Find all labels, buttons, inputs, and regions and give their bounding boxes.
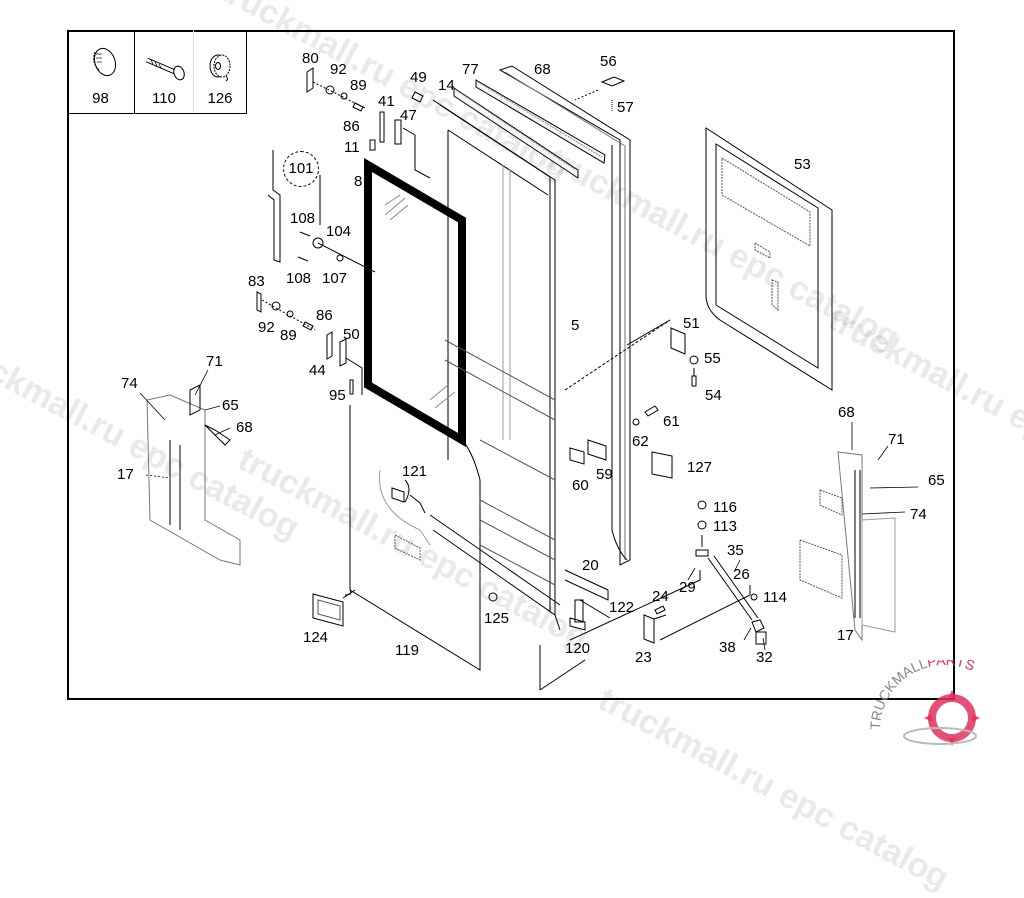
callout-26[interactable]: 26 xyxy=(733,566,750,583)
callout-124[interactable]: 124 xyxy=(303,629,329,646)
callout-44[interactable]: 44 xyxy=(309,362,326,379)
callout-57[interactable]: 57 xyxy=(617,99,634,116)
callout-17[interactable]: 17 xyxy=(837,627,854,644)
callout-121[interactable]: 121 xyxy=(402,463,428,480)
cap-plug-icon xyxy=(93,47,117,77)
callout-122[interactable]: 122 xyxy=(609,599,635,616)
callout-92[interactable]: 92 xyxy=(258,319,275,336)
callout-83[interactable]: 83 xyxy=(248,273,265,290)
legend-cell[interactable]: 98 xyxy=(67,30,135,113)
callout-108[interactable]: 108 xyxy=(290,210,316,227)
callout-17[interactable]: 17 xyxy=(117,466,134,483)
callout-86[interactable]: 86 xyxy=(343,118,360,135)
bushing-icon xyxy=(209,54,231,82)
callout-65[interactable]: 65 xyxy=(928,472,945,489)
callout-32[interactable]: 32 xyxy=(756,649,773,666)
left-hinge-assembly[interactable] xyxy=(146,384,241,566)
gear-icon xyxy=(903,690,980,746)
callout-29[interactable]: 29 xyxy=(679,579,696,596)
door-frame[interactable] xyxy=(429,99,586,691)
callout-113[interactable]: 113 xyxy=(713,518,737,535)
outer-frame-seal[interactable] xyxy=(498,65,631,566)
bolt-icon xyxy=(146,57,185,81)
callout-41[interactable]: 41 xyxy=(378,93,395,110)
right-hinge-assembly[interactable] xyxy=(799,451,896,642)
callout-120[interactable]: 120 xyxy=(565,640,591,657)
callout-68[interactable]: 68 xyxy=(838,404,855,421)
callout-107[interactable]: 107 xyxy=(322,270,348,287)
callout-38[interactable]: 38 xyxy=(719,639,736,656)
callout-14[interactable]: 14 xyxy=(438,77,455,94)
callout-119[interactable]: 119 xyxy=(395,642,419,659)
callout-47[interactable]: 47 xyxy=(400,107,417,124)
callout-65[interactable]: 65 xyxy=(222,397,239,414)
callout-53[interactable]: 53 xyxy=(794,156,811,173)
callout-101[interactable]: 101 xyxy=(283,151,319,187)
inner-rails xyxy=(444,339,556,586)
callout-54[interactable]: 54 xyxy=(705,387,722,404)
callout-86[interactable]: 86 xyxy=(316,307,333,324)
legend-cell[interactable]: 110 xyxy=(135,30,194,113)
callout-8[interactable]: 8 xyxy=(354,173,363,190)
callout-114[interactable]: 114 xyxy=(763,589,787,606)
callout-104[interactable]: 104 xyxy=(326,223,352,240)
small-parts xyxy=(256,67,767,645)
callout-77[interactable]: 77 xyxy=(462,61,479,78)
svg-text:TRUCKMALLPARTS: TRUCKMALLPARTS xyxy=(867,660,977,730)
callout-89[interactable]: 89 xyxy=(280,327,297,344)
seal-strip-77[interactable] xyxy=(475,79,606,164)
callout-11[interactable]: 11 xyxy=(344,139,360,156)
callout-71[interactable]: 71 xyxy=(206,353,223,370)
callout-71[interactable]: 71 xyxy=(888,431,905,448)
callout-5[interactable]: 5 xyxy=(571,317,580,334)
callout-68[interactable]: 68 xyxy=(236,419,253,436)
callout-89[interactable]: 89 xyxy=(350,77,367,94)
diagram-frame xyxy=(67,30,955,700)
brand-text-parts: PARTS xyxy=(926,660,978,674)
legend-part-number: 98 xyxy=(92,90,109,107)
seal-strip-14[interactable] xyxy=(453,87,579,179)
callout-74[interactable]: 74 xyxy=(910,506,927,523)
callout-56[interactable]: 56 xyxy=(600,53,617,70)
cover-panel[interactable] xyxy=(705,127,833,391)
callout-55[interactable]: 55 xyxy=(704,350,721,367)
callout-62[interactable]: 62 xyxy=(632,433,649,450)
callout-92[interactable]: 92 xyxy=(330,61,347,78)
callout-80[interactable]: 80 xyxy=(302,50,319,67)
callout-108[interactable]: 108 xyxy=(286,270,312,287)
exploded-view-drawing xyxy=(139,65,919,691)
callout-49[interactable]: 49 xyxy=(410,69,427,86)
callout-125[interactable]: 125 xyxy=(484,610,510,627)
callout-59[interactable]: 59 xyxy=(596,466,613,483)
callout-116[interactable]: 116 xyxy=(713,499,737,516)
callout-61[interactable]: 61 xyxy=(663,413,680,430)
callout-50[interactable]: 50 xyxy=(343,326,360,343)
cabinet-outline xyxy=(564,319,751,641)
callout-35[interactable]: 35 xyxy=(727,542,744,559)
legend-cell[interactable]: 126 xyxy=(194,30,246,113)
callout-24[interactable]: 24 xyxy=(652,588,669,605)
door-panel[interactable] xyxy=(344,405,481,671)
brand-text-truckmall: TRUCKMALL xyxy=(867,660,929,730)
legend-part-number: 126 xyxy=(207,90,233,107)
leader-lines xyxy=(139,369,919,651)
callout-60[interactable]: 60 xyxy=(572,477,589,494)
callout-127[interactable]: 127 xyxy=(687,459,713,476)
callout-20[interactable]: 20 xyxy=(582,557,599,574)
callout-68[interactable]: 68 xyxy=(534,61,551,78)
legend-part-number: 110 xyxy=(152,90,176,107)
callout-95[interactable]: 95 xyxy=(329,387,346,404)
truckmall-parts-logo: TRUCKMALLPARTS xyxy=(860,652,1020,750)
callout-51[interactable]: 51 xyxy=(683,315,700,332)
callout-74[interactable]: 74 xyxy=(121,375,138,392)
callout-23[interactable]: 23 xyxy=(635,649,652,666)
legend-table: 98 110 126 xyxy=(67,30,247,114)
